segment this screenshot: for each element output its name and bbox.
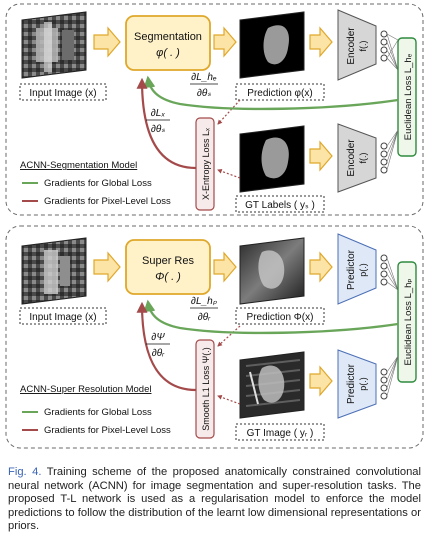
seg-gt-image bbox=[239, 125, 305, 193]
seg-latent-bottom bbox=[380, 129, 399, 174]
seg-legend-global: Gradients for Global Loss bbox=[44, 178, 152, 189]
segmentation-panel: Input Image (x) Segmentation φ( . ) Pred… bbox=[5, 3, 424, 216]
sr-gt-to-loss-pointer bbox=[217, 395, 241, 405]
super-resolution-panel-border bbox=[5, 225, 424, 449]
seg-pixel-gradient-arrow bbox=[136, 77, 197, 170]
sr-input-image bbox=[21, 237, 87, 305]
sr-predictor-top-fn: p(.) bbox=[358, 263, 368, 277]
sr-predictor-bottom bbox=[337, 349, 377, 419]
figure-caption: Fig. 4. Training scheme of the proposed … bbox=[8, 466, 421, 534]
seg-gt-to-loss-pointer bbox=[217, 169, 241, 179]
seg-gt-label: GT Labels ( yₛ ) bbox=[245, 200, 315, 211]
sr-prediction-label: Prediction Φ(x) bbox=[247, 312, 314, 323]
sr-grad-global-num: ∂L_hₚ bbox=[191, 296, 218, 307]
seg-input-image bbox=[21, 11, 87, 79]
seg-encoder-top-fn: f(.) bbox=[358, 41, 368, 52]
seg-network-title: Segmentation bbox=[134, 31, 202, 43]
sr-model-name: ACNN-Super Resolution Model bbox=[20, 384, 151, 395]
seg-gt-label-box bbox=[235, 195, 325, 213]
sr-legend-pixel: Gradients for Pixel-Level Loss bbox=[44, 425, 171, 436]
sr-input-label: Input Image (x) bbox=[29, 312, 96, 323]
sr-latent-top bbox=[380, 254, 399, 291]
seg-encoder-top-label: Encoder bbox=[346, 27, 357, 65]
sr-arrow-4 bbox=[309, 365, 333, 397]
sr-euclidean-loss-label: Euclidean Loss L_hₚ bbox=[403, 279, 414, 366]
seg-arrow-3 bbox=[309, 26, 333, 58]
caption-label: Fig. 4. bbox=[8, 466, 42, 478]
seg-model-name: ACNN-Segmentation Model bbox=[20, 160, 137, 171]
seg-xentropy-loss-box bbox=[195, 117, 215, 211]
seg-prediction-label-box bbox=[235, 83, 325, 101]
sr-prediction-label-box bbox=[235, 307, 325, 325]
sr-pred-to-loss-pointer bbox=[217, 325, 241, 347]
seg-grad-global-den: ∂θₛ bbox=[197, 88, 211, 99]
sr-pixel-gradient-arrow bbox=[136, 301, 197, 392]
sr-grad-global-den: ∂θᵣ bbox=[198, 312, 211, 323]
seg-network-box bbox=[125, 15, 211, 71]
sr-predictor-bottom-label: Predictor bbox=[346, 363, 357, 404]
diagram-canvas: Input Image (x) Segmentation φ( . ) Pred… bbox=[5, 3, 424, 449]
seg-grad-global-num: ∂L_hₑ bbox=[191, 72, 217, 83]
seg-legend-pixel: Gradients for Pixel-Level Loss bbox=[44, 196, 171, 207]
seg-encoder-bottom-fn: f(.) bbox=[358, 153, 368, 164]
seg-euclidean-loss-box bbox=[397, 37, 417, 157]
seg-input-label: Input Image (x) bbox=[29, 88, 96, 99]
caption-text: Training scheme of the proposed anatomic… bbox=[8, 466, 422, 533]
sr-grad-pixel-num: ∂Ψ bbox=[151, 332, 165, 343]
sr-prediction-image bbox=[239, 237, 305, 305]
seg-prediction-label: Prediction φ(x) bbox=[247, 88, 312, 99]
seg-arrow-2 bbox=[213, 26, 237, 58]
sr-euclidean-loss-box bbox=[397, 261, 417, 383]
sr-legend-global: Gradients for Global Loss bbox=[44, 407, 152, 418]
seg-prediction-image bbox=[239, 11, 305, 79]
sr-gt-label-box bbox=[235, 423, 325, 441]
sr-predictor-top-label: Predictor bbox=[346, 249, 357, 290]
seg-arrow-1 bbox=[93, 26, 121, 58]
sr-gt-image bbox=[239, 351, 305, 419]
seg-grad-pixel-den: ∂θₛ bbox=[151, 124, 165, 135]
sr-latent-bottom bbox=[380, 355, 399, 400]
seg-arrow-4 bbox=[309, 140, 333, 172]
seg-global-gradient-arrow bbox=[143, 75, 399, 111]
sr-gt-label: GT Image ( yᵣ ) bbox=[247, 428, 314, 439]
seg-euclidean-loss-label: Euclidean Loss L_hₑ bbox=[403, 53, 414, 140]
seg-encoder-top bbox=[337, 9, 377, 81]
sr-arrow-3 bbox=[309, 251, 333, 283]
sr-network-box bbox=[125, 239, 211, 295]
seg-encoder-bottom bbox=[337, 123, 377, 193]
seg-xentropy-loss-label: X-Entropy Loss Lₓ bbox=[201, 128, 211, 200]
super-resolution-panel: Input Image (x) Super Res Φ( . ) Predict… bbox=[5, 225, 424, 449]
seg-network-symbol: φ( . ) bbox=[156, 47, 180, 59]
seg-latent-top bbox=[380, 30, 399, 71]
sr-input-label-box bbox=[19, 307, 107, 325]
sr-global-gradient-arrow bbox=[143, 299, 399, 335]
sr-grad-pixel-den: ∂θᵣ bbox=[152, 348, 165, 359]
sr-network-title: Super Res bbox=[142, 255, 194, 267]
seg-input-label-box bbox=[19, 83, 107, 101]
sr-arrow-1 bbox=[93, 251, 121, 283]
seg-grad-pixel-num: ∂Lₓ bbox=[151, 108, 166, 119]
sr-predictor-top bbox=[337, 233, 377, 305]
sr-arrow-2 bbox=[213, 251, 237, 283]
sr-network-symbol: Φ( . ) bbox=[155, 271, 181, 283]
seg-encoder-bottom-label: Encoder bbox=[346, 139, 357, 177]
seg-pred-to-loss-pointer bbox=[217, 99, 241, 125]
sr-smoothl1-loss-label: Smooth L1 Loss Ψ(.) bbox=[201, 347, 211, 431]
sr-predictor-bottom-fn: p(.) bbox=[358, 377, 368, 391]
